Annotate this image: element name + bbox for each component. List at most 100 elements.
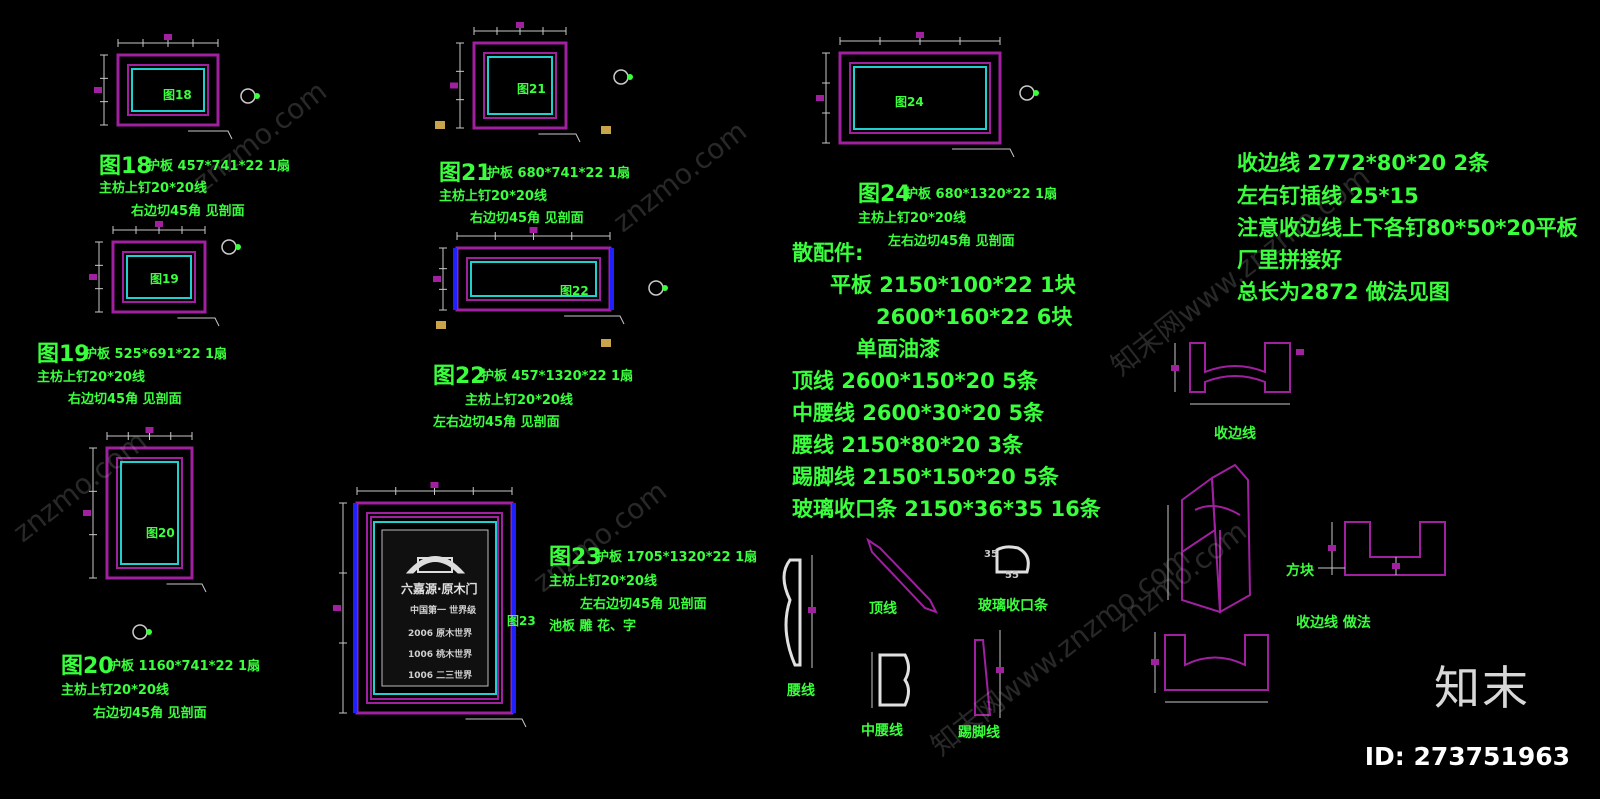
stamp-icon: [254, 93, 260, 99]
dim-tick: [333, 605, 341, 611]
panel-tag-20: 图20: [146, 526, 175, 540]
caption-24-spec: 护板 680*1320*22 1扇: [905, 187, 1058, 202]
panel-tag-21: 图21: [517, 82, 546, 96]
dim-35: 35: [984, 549, 998, 560]
profile-boli: [995, 545, 1030, 574]
dim-tick: [430, 482, 439, 488]
dim-tick: [516, 22, 524, 28]
panel-outer: [111, 240, 207, 314]
caption-22-line2: 主枋上钉20*20线: [465, 393, 573, 408]
caption-19-spec: 护板 525*691*22 1扇: [84, 347, 228, 362]
caption-21-title: 图21: [439, 161, 492, 186]
caption-19-line2: 主枋上钉20*20线: [37, 370, 145, 385]
label-fangkuai: 方块: [1286, 563, 1314, 579]
section-hint: [177, 317, 220, 327]
panel-outer: [105, 446, 194, 580]
caption-22-spec: 护板 457*1320*22 1扇: [481, 369, 634, 384]
caption-23-spec: 护板 1705*1320*22 1扇: [596, 550, 758, 565]
dim-tick: [529, 227, 538, 233]
parts-line: 单面油漆: [856, 337, 940, 361]
panel-tag-23: 图23: [507, 614, 536, 628]
stamp-icon: [627, 74, 633, 80]
caption-18-line3: 右边切45角 见剖面: [131, 204, 245, 219]
profile-label-boli: 玻璃收口条: [978, 598, 1048, 614]
stamp-icon: [235, 244, 241, 250]
dim-tick: [89, 274, 97, 280]
plaque-board: [381, 529, 489, 687]
plaque-row: 2006 原木世界: [408, 629, 473, 639]
side-strip: [353, 503, 357, 713]
panel-outer: [472, 41, 568, 130]
side-strip: [453, 248, 457, 310]
iso-face: [1194, 505, 1241, 516]
label-shoubian: 收边线: [1214, 426, 1256, 442]
profile-yao: [782, 558, 802, 667]
panel-inner: [116, 457, 183, 569]
iso-face: [1210, 463, 1252, 614]
panel-tag-22: 图22: [560, 284, 589, 298]
square-block: [1344, 521, 1446, 576]
plaque-title: 六嘉源·原木门: [401, 582, 478, 596]
dim-tick: [83, 510, 91, 516]
dim-tick: [916, 32, 924, 38]
profile-ding: [866, 537, 939, 614]
panel-core: [853, 66, 987, 130]
panel-core: [370, 516, 499, 700]
edge-profile-top: [1189, 342, 1291, 393]
panel-inner: [127, 64, 209, 116]
dim-tick: [155, 221, 163, 227]
parts-line: 腰线 2150*80*20 3条: [792, 433, 1024, 457]
caption-21-spec: 护板 680*741*22 1扇: [487, 166, 631, 181]
caption-21-line3: 右边切45角 见剖面: [470, 211, 584, 226]
id-text: ID: 273751963: [1364, 742, 1570, 771]
edge-note: 厂里拼接好: [1237, 248, 1342, 272]
dim-tick: [808, 607, 816, 613]
stamp-icon: [1033, 90, 1039, 96]
section-hint: [538, 133, 581, 143]
caption-18-title: 图18: [99, 154, 152, 179]
panel-tag-19: 图19: [150, 272, 179, 286]
dim-tick: [164, 34, 172, 40]
caption-20-spec: 护板 1160*741*22 1扇: [108, 659, 261, 674]
dim-tick: [450, 82, 458, 89]
stamp-icon: [132, 624, 148, 640]
parts-line: 玻璃收口条 2150*36*35 16条: [792, 497, 1101, 521]
caption-22-line3: 左右边切45角 见剖面: [433, 415, 560, 430]
panel-inner: [366, 512, 503, 704]
dim-55: 55: [1005, 570, 1019, 581]
iso-face: [1181, 500, 1221, 614]
section-hint: [465, 718, 527, 728]
hatch-tag: [435, 121, 445, 129]
dim-tick: [433, 276, 441, 282]
section-hint: [564, 315, 625, 325]
parts-line: 顶线 2600*150*20 5条: [792, 369, 1038, 393]
stamp-icon: [146, 629, 152, 635]
panel-inner: [849, 62, 991, 134]
dim-tick: [1171, 365, 1179, 371]
edge-profile-bottom: [1164, 634, 1269, 691]
caption-19-title: 图19: [37, 342, 90, 367]
plaque-row: 1006 二三世界: [408, 671, 473, 681]
panel-inner: [122, 251, 196, 303]
stamp-icon: [1019, 85, 1035, 101]
parts-line: 2600*160*22 6块: [876, 305, 1073, 329]
dim-tick: [1328, 545, 1336, 551]
dim-tick: [816, 95, 824, 101]
caption-23-line2: 主枋上钉20*20线: [549, 574, 657, 589]
panel-core: [470, 261, 597, 297]
stamp-icon: [240, 88, 256, 104]
hatch-tag: [601, 339, 611, 347]
side-strip: [512, 503, 516, 713]
panel-core: [126, 255, 192, 299]
stamp-icon: [648, 280, 664, 296]
plaque-emblem-box: [417, 557, 453, 573]
caption-23-line3: 左右边切45角 见剖面: [580, 597, 707, 612]
panel-inner: [466, 257, 601, 301]
panel-core: [131, 68, 205, 112]
profile-zhongyao: [878, 653, 910, 707]
dim-tick: [145, 427, 154, 433]
dim-tick: [1392, 563, 1400, 569]
parts-line: 中腰线 2600*30*20 5条: [792, 401, 1045, 425]
panel-tag-24: 图24: [895, 95, 924, 109]
plaque-row: 1006 桃木世界: [408, 650, 473, 660]
